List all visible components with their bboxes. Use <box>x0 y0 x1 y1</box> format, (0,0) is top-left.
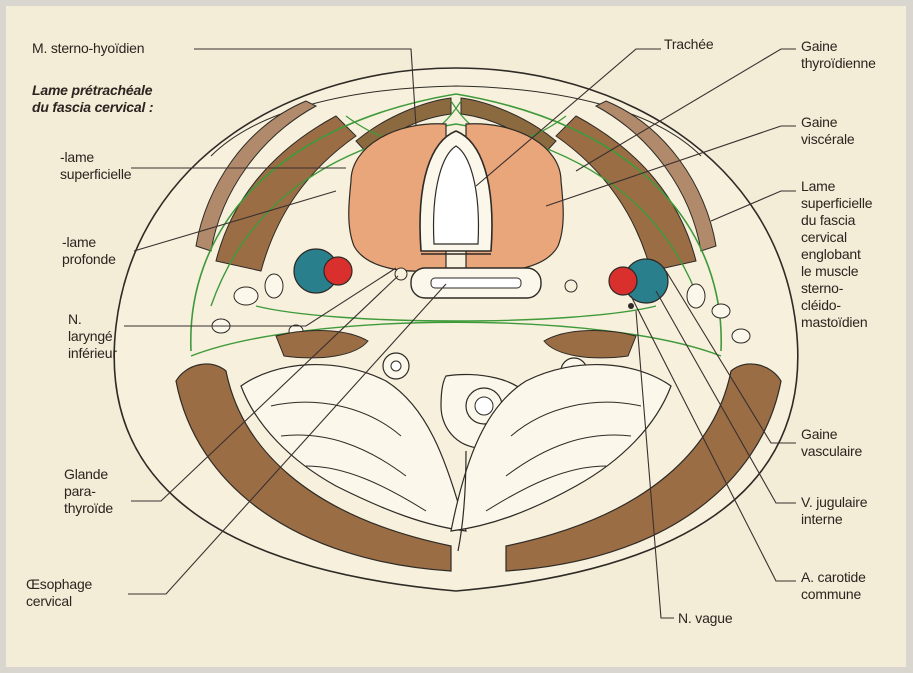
label-thyroid-sheath: Gaine thyroïdienne <box>801 38 876 72</box>
lymph-node <box>234 287 258 305</box>
label-vascular-sheath: Gaine vasculaire <box>801 426 862 460</box>
figure-frame: M. sterno-hyoïdien Lame prétrachéale du … <box>6 6 906 667</box>
left-carotid-artery <box>324 257 352 285</box>
label-pretracheal-title: Lame prétrachéale du fascia cervical : <box>32 82 153 116</box>
right-carotid-artery <box>609 267 637 295</box>
label-carotid-artery: A. carotide commune <box>801 569 866 603</box>
right-parathyroid <box>565 280 577 292</box>
label-visceral-sheath: Gaine viscérale <box>801 114 854 148</box>
label-deep-layer: -lame profonde <box>62 234 116 268</box>
label-superficial-layer: -lame superficielle <box>60 149 131 183</box>
lymph-node <box>712 304 730 318</box>
lymph-node <box>687 284 705 308</box>
label-jugular-vein: V. jugulaire interne <box>801 494 867 528</box>
lymph-node <box>265 274 283 298</box>
label-sterno-hyoid: M. sterno-hyoïdien <box>32 40 144 57</box>
vagus-nerve-dot <box>628 303 634 309</box>
label-parathyroid: Glande para- thyroïde <box>64 466 113 517</box>
lymph-node <box>732 329 750 343</box>
spinal-cord <box>475 397 493 415</box>
label-superficial-fascia: Lame superficielle du fascia cervical en… <box>801 178 872 331</box>
label-trachea: Trachée <box>664 36 713 53</box>
label-vagus-nerve: N. vague <box>678 610 732 627</box>
label-recurrent-nerve: N. laryngé inférieur <box>68 311 117 362</box>
label-esophagus: Œsophage cervical <box>26 576 92 610</box>
left-parathyroid <box>395 268 407 280</box>
esophagus-lumen <box>431 278 521 288</box>
left-vertebral-artery <box>391 361 401 371</box>
